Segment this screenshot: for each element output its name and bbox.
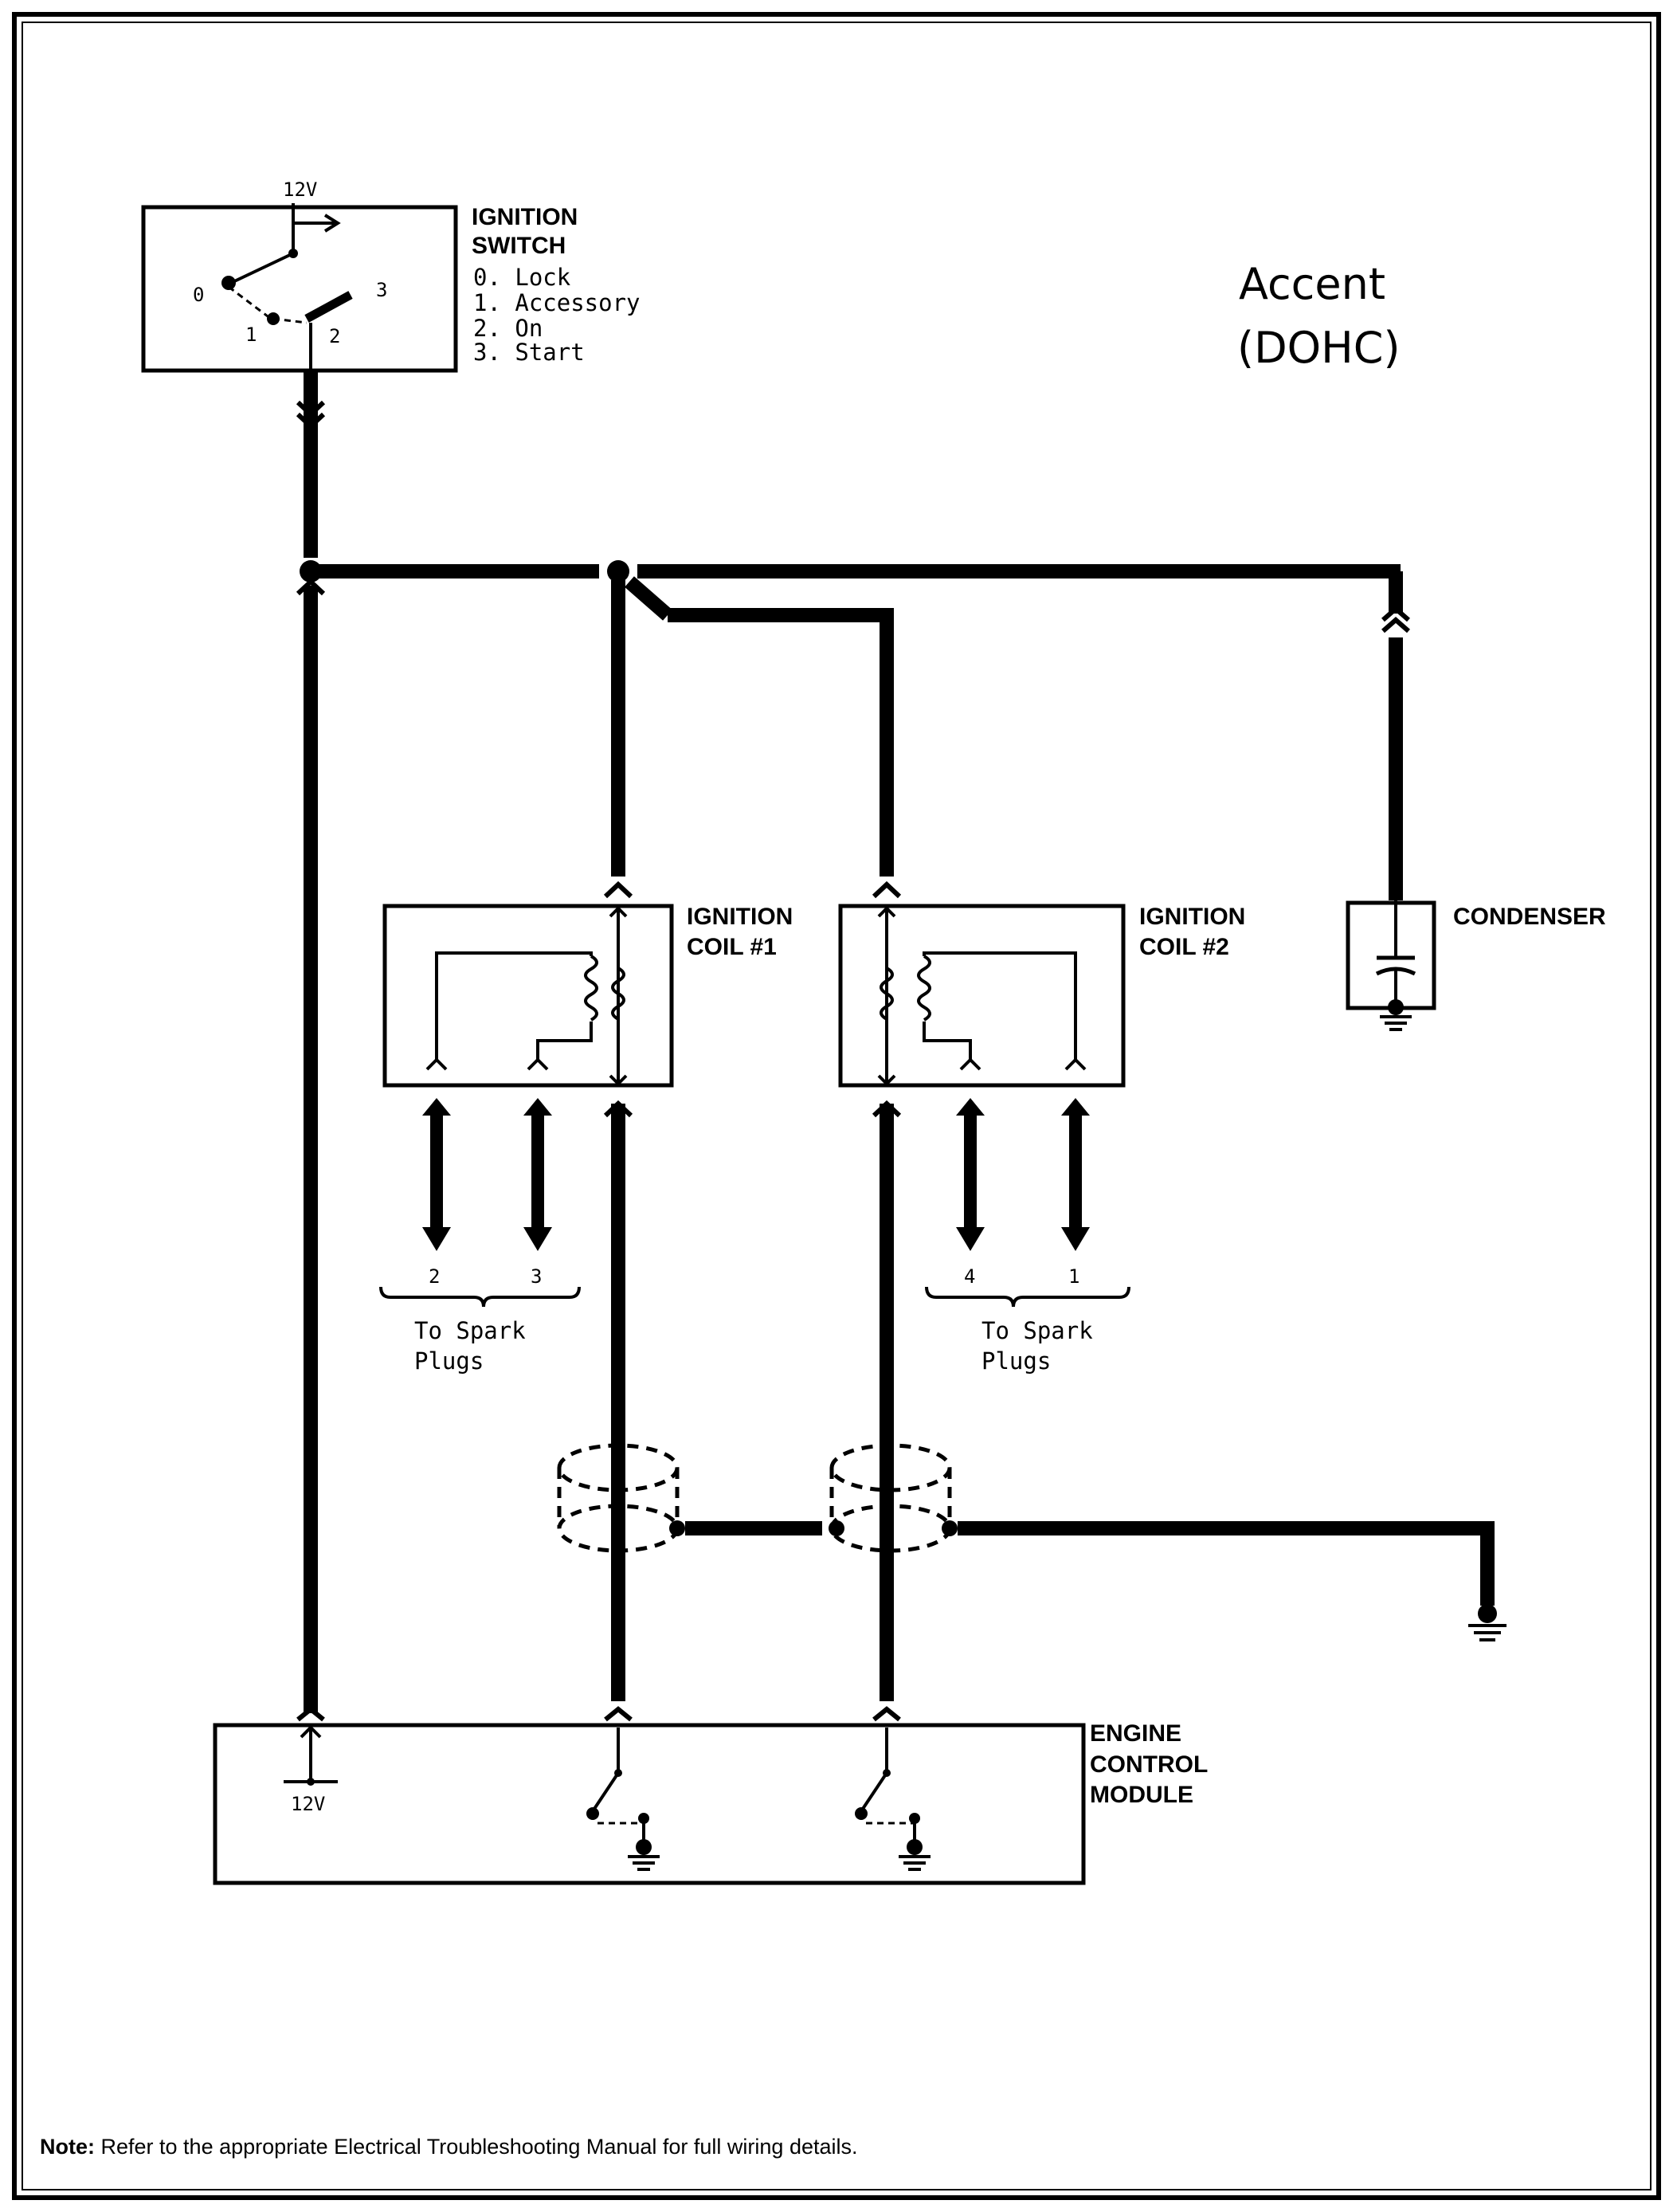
switch-contact-2: 2 [329,325,340,347]
ignition-switch-label: IGNITION [472,204,578,230]
coil-1-plug-number-a: 2 [429,1265,440,1288]
switch-position-start: 3. Start [473,339,585,366]
coil-2-plug-number-b: 1 [1068,1265,1079,1288]
signal-wires [603,1100,902,1701]
ignition-coil-1-label-2: COIL #1 [687,934,777,960]
shield-coil-2 [829,1443,958,1553]
ecm-label-2: CONTROL [1090,1751,1208,1778]
coil-1-spark-outputs [379,1098,581,1308]
ignition-switch: 12V 0 1 2 3 [141,178,458,373]
condenser-label: CONDENSER [1453,904,1606,930]
coil-2-plugs-label: To Spark [981,1317,1093,1344]
shield-coil-1 [557,1443,685,1553]
switch-contact-1: 1 [245,324,257,346]
coil-2-plugs-label-2: Plugs [981,1347,1051,1375]
diagram-title-engine: (DOHC) [1237,323,1401,373]
coil-1-plug-number-b: 3 [531,1265,542,1288]
coil-1-plugs-label: To Spark [414,1317,526,1344]
ignition-coil-2-label: IGNITION [1139,904,1245,930]
ecm-label: ENGINE [1090,1720,1181,1747]
engine-control-module [213,1701,1086,1885]
ignition-switch-label-2: SWITCH [472,233,566,259]
ecm-label-3: MODULE [1090,1782,1193,1808]
switch-position-accessory: 1. Accessory [473,289,641,316]
diagram-border-inner [22,22,1651,2190]
ignition-coil-1 [382,904,674,1088]
switch-contact-0: 0 [193,284,204,306]
coil-2-plug-number-a: 4 [964,1265,975,1288]
diagram-border [12,12,1661,2200]
ignition-coil-2-label-2: COIL #2 [1139,934,1229,960]
ignition-switch-supply-label: 12V [283,178,317,201]
switch-contact-3: 3 [376,279,387,301]
coil-1-plugs-label-2: Plugs [414,1347,484,1375]
condenser [1346,900,1436,1031]
switch-position-on: 2. On [473,315,543,342]
diagram-note-prefix: Note: [40,2135,95,2159]
main-wiring [296,371,1410,1701]
ecm-supply-label: 12V [291,1793,325,1815]
ignition-coil-1-label: IGNITION [687,904,793,930]
diagram-title-model: Accent [1239,259,1385,309]
diagram-note: Note: Refer to the appropriate Electrica… [40,2135,858,2159]
ignition-coil-2 [838,904,1126,1088]
coil-2-spark-outputs [925,1098,1130,1308]
shield-ground-wire [685,1521,1506,1641]
switch-position-lock: 0. Lock [473,264,571,291]
diagram-note-text: Refer to the appropriate Electrical Trou… [95,2135,858,2159]
